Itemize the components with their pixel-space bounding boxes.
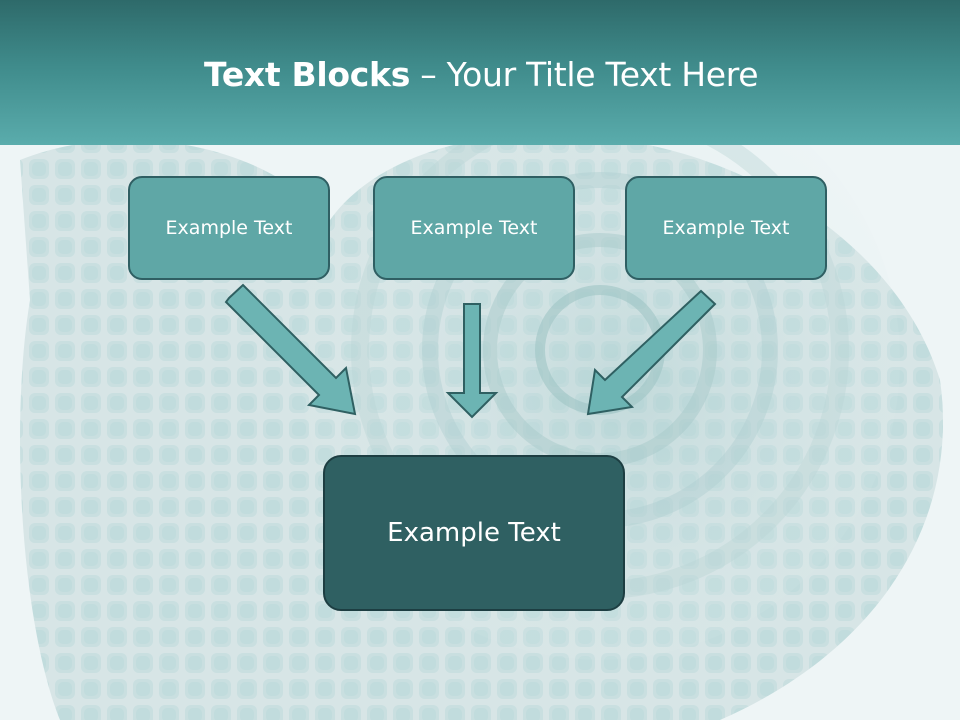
title-bar: Text Blocks – Your Title Text Here xyxy=(0,0,960,145)
text-block-left[interactable]: Example Text xyxy=(128,176,330,280)
text-block-bottom-label: Example Text xyxy=(387,518,561,548)
title-separator: – xyxy=(410,55,447,94)
slide-title[interactable]: Text Blocks – Your Title Text Here xyxy=(204,55,759,94)
text-block-bottom[interactable]: Example Text xyxy=(323,455,625,611)
text-block-right-label: Example Text xyxy=(662,217,790,239)
title-rest: Your Title Text Here xyxy=(446,55,759,94)
text-block-right[interactable]: Example Text xyxy=(625,176,827,280)
text-block-center[interactable]: Example Text xyxy=(373,176,575,280)
title-bold: Text Blocks xyxy=(204,55,411,94)
text-block-center-label: Example Text xyxy=(410,217,538,239)
text-block-left-label: Example Text xyxy=(165,217,293,239)
